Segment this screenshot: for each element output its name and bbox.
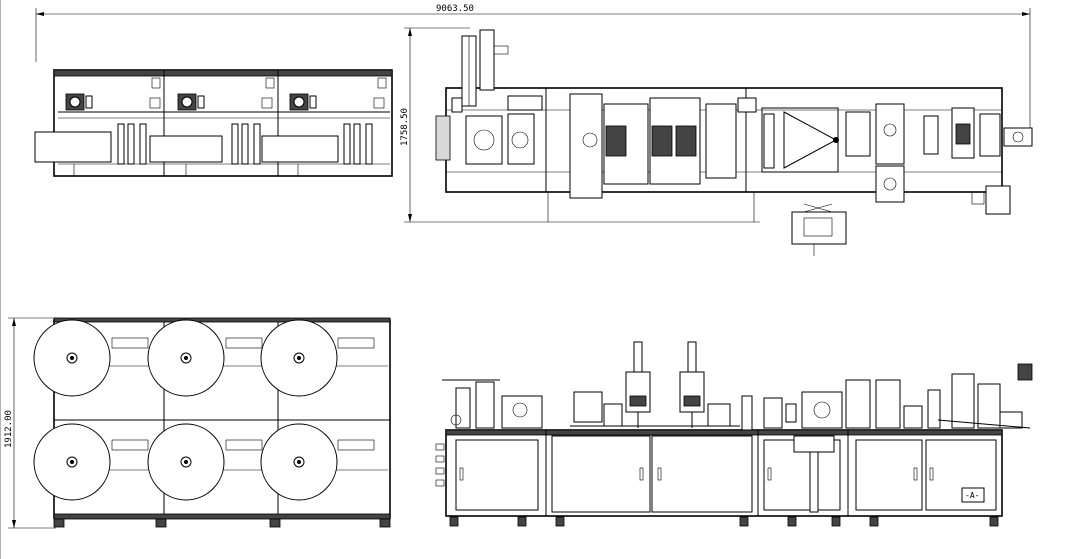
- triangle-folder: [761, 107, 839, 173]
- overall-length-dimension: 9063.50: [35, 4, 1031, 130]
- material-roll-1: [33, 319, 111, 397]
- welding-tower-1: [625, 341, 651, 428]
- unwind-motor-3: [289, 93, 317, 111]
- unwinder-height-dimension: 1912.00: [4, 317, 56, 529]
- main-line-top-view: [435, 29, 1033, 256]
- unwind-motor-2: [177, 93, 205, 111]
- material-roll-6: [260, 423, 338, 501]
- section-marker-label: -A-: [965, 491, 979, 500]
- section-marker: -A-: [961, 487, 985, 503]
- width-dimension: 1758.50: [400, 27, 760, 223]
- unwinder-rollers: [117, 123, 373, 165]
- control-panel: [791, 203, 847, 256]
- main-line-front-view: -A-: [435, 341, 1033, 527]
- material-roll-5: [147, 423, 225, 501]
- overall-length-label: 9063.50: [436, 4, 474, 14]
- material-roll-3: [260, 319, 338, 397]
- unwind-motor-1: [65, 93, 93, 111]
- unwinder-front-view: [33, 317, 391, 528]
- top-view-width-label: 1758.50: [400, 108, 410, 146]
- welding-tower-2: [679, 341, 705, 428]
- unwinder-top-view: [34, 69, 393, 177]
- unwinder-height-label: 1912.00: [4, 410, 14, 448]
- material-roll-4: [33, 423, 111, 501]
- material-roll-2: [147, 319, 225, 397]
